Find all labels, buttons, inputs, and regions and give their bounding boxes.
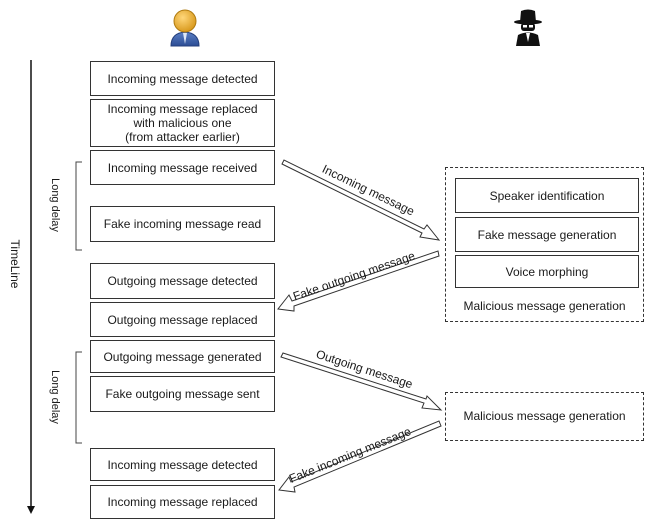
timeline-arrow [27,60,35,514]
attacker-group-1-label: Malicious message generation [463,299,626,313]
step-incoming-message-replaced-malicious: Incoming message replaced with malicious… [90,99,275,147]
attacker-group-1 [445,167,644,322]
delay-bracket-2 [75,351,82,444]
step-voice-morphing: Voice morphing [455,255,639,288]
attacker-group-2-label: Malicious message generation [463,409,626,423]
step-speaker-identification: Speaker identification [455,178,639,213]
arrow-fake-incoming-message [278,420,442,493]
delay-bracket-1 [75,161,82,251]
step-outgoing-message-replaced: Outgoing message replaced [90,302,275,337]
spy-icon [514,9,542,46]
user-icon [170,9,200,47]
step-fake-message-generation: Fake message generation [455,217,639,252]
arrow-fake-outgoing-message [277,250,440,312]
step-incoming-message-detected-2: Incoming message detected [90,448,275,481]
step-outgoing-message-detected: Outgoing message detected [90,263,275,299]
step-incoming-message-received: Incoming message received [90,150,275,185]
step-fake-incoming-message-read: Fake incoming message read [90,206,275,242]
arrow-incoming-message [281,159,441,241]
long-delay-label-1: Long delay [49,178,61,232]
timeline-label: TimeLine [8,239,22,289]
step-fake-outgoing-message-sent: Fake outgoing message sent [90,376,275,412]
step-outgoing-message-generated: Outgoing message generated [90,340,275,373]
attacker-group-2 [445,392,644,441]
arrow-outgoing-message [280,352,443,411]
step-incoming-message-detected: Incoming message detected [90,61,275,96]
long-delay-label-2: Long delay [49,370,61,424]
